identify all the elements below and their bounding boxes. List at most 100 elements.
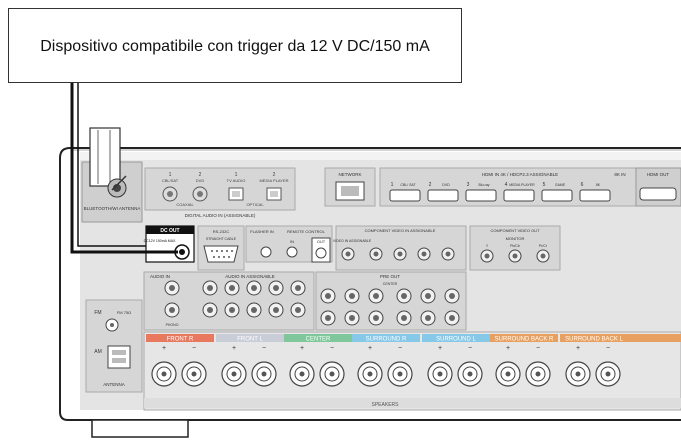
speaker-group-header [352, 334, 420, 342]
speaker-group-label: SURROUND R [366, 337, 407, 343]
fm-am-antenna-block: FM FM 75Ω AM ANTENNA [85, 299, 143, 393]
chassis-outline [59, 147, 681, 421]
dc-out-block: DC OUT DC12V 150mA MAX. [144, 225, 195, 263]
hdmi-port-name: 8K [596, 183, 601, 187]
hdmi-port [427, 189, 459, 202]
speaker-plus-label: + [506, 345, 510, 352]
dc-out-sub: DC12V 150mA MAX. [144, 239, 177, 243]
coax1-num: 1 [169, 172, 172, 178]
bluetooth-antenna-block: BLUETOOTH/WI ANTENNA [81, 127, 143, 223]
speaker-group-header [284, 334, 352, 342]
hdmi-port-name: CBL/ SAT [400, 183, 416, 187]
speaker-minus-label: − [192, 345, 196, 352]
straight-cable-label: STRAIGHT CABLE [206, 237, 237, 241]
digital-audio-label: DIGITAL AUDIO IN (ASSIGNABLE) [185, 213, 256, 218]
opt1-name: TV AUDIO [227, 178, 246, 183]
hdmi-in-label: HDMI IN 4K / HDCP2.3 ASSIGNABLE [482, 172, 558, 177]
component-in-label: COMPONENT VIDEO IN ASSIGNABLE [365, 228, 436, 233]
speaker-minus-label: − [606, 345, 610, 352]
speakers-label: SPEAKERS [372, 402, 400, 408]
speaker-group-header [216, 334, 284, 342]
hdmi-port-num: 4 [505, 182, 508, 188]
audio-in-label: AUDIO IN [150, 274, 170, 279]
speaker-group-header [560, 334, 681, 342]
hdmi-out-label: HDMI OUT [647, 172, 669, 177]
speaker-group-label: FRONT L [237, 337, 263, 343]
hdmi-port-name: GAME [555, 183, 566, 187]
speaker-group-label: FRONT R [167, 337, 194, 343]
speaker-group-header [490, 334, 558, 342]
trigger-cable [70, 83, 178, 254]
speaker-plus-label: + [368, 345, 372, 352]
hdmi-port-num: 2 [429, 182, 432, 188]
foot [91, 419, 189, 438]
hdmi-port-num: 3 [467, 182, 470, 188]
rs232-block: RS-232C STRAIGHT CABLE [197, 225, 245, 271]
speakers-block: FRONT R+−FRONT L+−CENTER+−SURROUND R+−SU… [143, 331, 681, 411]
hdmi-port-name: Blu-ray [478, 183, 489, 187]
fm-ohm-label: FM 75Ω [117, 310, 131, 315]
network-port-block: NETWORK [324, 167, 376, 207]
hdmi-port-num: 5 [543, 182, 546, 188]
pre-out-block: PRE OUT CENTER [315, 271, 467, 331]
hdmi-port [465, 189, 497, 202]
rs232-label: RS-232C [213, 229, 230, 234]
opt2-name: MEDIA PLAYER [259, 178, 288, 183]
callout-text: Dispositivo compatibile con trigger da 1… [40, 38, 430, 55]
speaker-minus-label: − [330, 345, 334, 352]
remote-control-block: FLASHER IN REMOTE CONTROL IN OUT [245, 225, 333, 263]
hdmi-8k-label: 8K IN [614, 172, 625, 177]
phono-label: PHONO [166, 323, 179, 327]
video-in-label: VIDEO IN ASSIGNABLE [333, 239, 372, 243]
remote-in-label: IN [290, 239, 294, 244]
callout-box: Dispositivo compatibile con trigger da 1… [8, 8, 462, 83]
hdmi-port-name: DVD [442, 183, 450, 187]
speaker-plus-label: + [232, 345, 236, 352]
coax1-name: CBL/SAT [162, 178, 179, 183]
speaker-group-header [422, 334, 490, 342]
video-component-block: COMPONENT VIDEO IN ASSIGNABLE VIDEO IN A… [333, 225, 561, 271]
speaker-minus-label: − [536, 345, 540, 352]
network-label: NETWORK [339, 172, 362, 177]
remote-label: REMOTE CONTROL [287, 229, 326, 234]
opt1-num: 1 [235, 172, 238, 178]
antenna-label: BLUETOOTH/WI ANTENNA [84, 206, 141, 211]
speaker-group-label: SURROUND BACK L [565, 337, 623, 343]
pre-out-center-label: CENTER [383, 282, 398, 286]
opt2-num: 2 [273, 172, 276, 178]
audio-in-block: AUDIO IN AUDIO IN ASSIGNABLE PHONO [143, 271, 315, 331]
pre-out-label: PRE OUT [380, 274, 400, 279]
speaker-plus-label: + [300, 345, 304, 352]
speaker-plus-label: + [438, 345, 442, 352]
hdmi-in-block: HDMI IN 4K / HDCP2.3 ASSIGNABLE 1 CBL/ SA… [379, 167, 681, 207]
comp-pb: Pb/Cb [510, 244, 520, 248]
speaker-group-label: SURROUND BACK R [495, 337, 554, 343]
am-label: AM [94, 349, 102, 355]
speaker-plus-label: + [162, 345, 166, 352]
hdmi-port [503, 189, 535, 202]
hdmi-port-num: 6 [581, 182, 584, 188]
antenna-block-label: ANTENNA [103, 382, 125, 387]
coaxial-label: COAXIAL [176, 202, 194, 207]
fm-label: FM [94, 310, 101, 316]
digital-audio-in-block: 1 CBL/SAT 2 DVD 1 TV AUDIO 2 MEDIA PLAYE… [144, 167, 296, 218]
speaker-minus-label: − [468, 345, 472, 352]
coax2-name: DVD [196, 178, 205, 183]
speaker-group-label: SURROUND L [436, 337, 476, 343]
comp-y: Y [486, 244, 489, 248]
remote-out-label: OUT [317, 239, 326, 244]
speaker-minus-label: − [262, 345, 266, 352]
speaker-minus-label: − [398, 345, 402, 352]
flasher-label: FLASHER IN [250, 229, 274, 234]
antenna-rod [89, 127, 121, 187]
hdmi-port [389, 189, 421, 202]
speaker-group-header [146, 334, 214, 342]
optical-label: OPTICAL [246, 202, 264, 207]
hdmi-port-num: 1 [391, 182, 394, 188]
component-out-label: COMPONENT VIDEO OUT [490, 228, 540, 233]
hdmi-port-name: MEDIA PLAYER [509, 183, 535, 187]
dc-out-label: DC OUT [160, 228, 179, 234]
comp-pr: Pr/Cr [539, 244, 548, 248]
hdmi-port [541, 189, 573, 202]
